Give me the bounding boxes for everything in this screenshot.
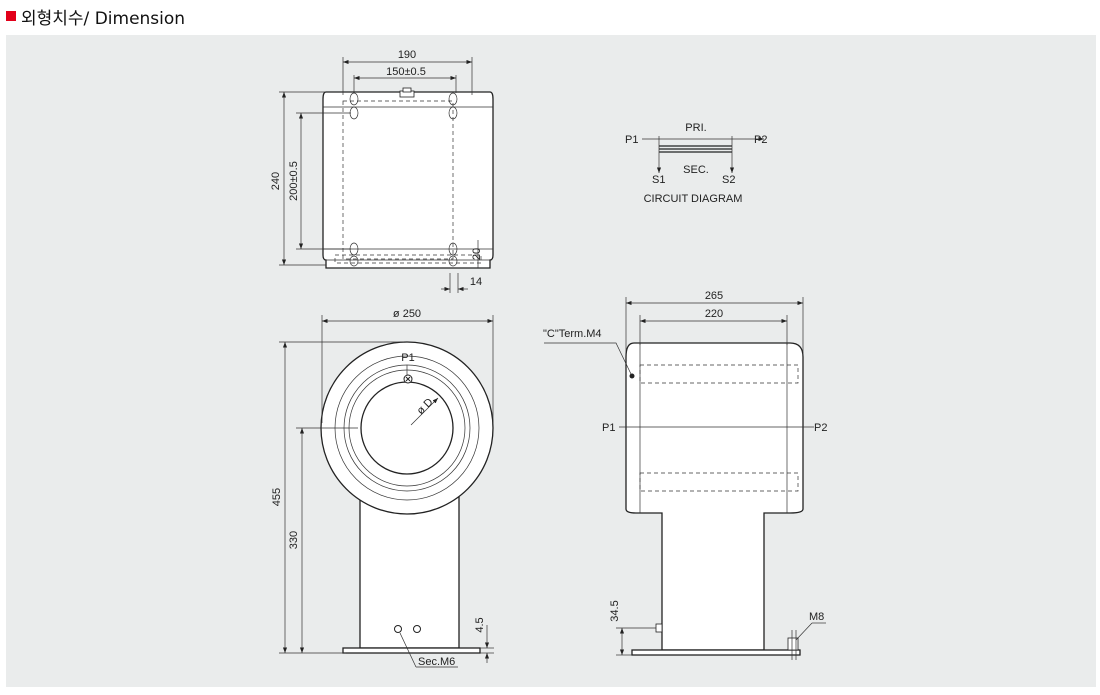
front-sec-terminal: Sec.M6 (418, 656, 455, 668)
drawing-panel: 190 150±0.5 240 200±0.5 20 14 P1 P2 PRI. (6, 35, 1096, 687)
dim-190: 190 (398, 49, 416, 61)
side-bolt: M8 (809, 611, 824, 623)
side-dim-345: 34.5 (609, 600, 621, 621)
side-view-outline (625, 342, 804, 651)
circuit-pri: PRI. (685, 122, 706, 134)
side-p2: P2 (814, 422, 827, 434)
circuit-caption: CIRCUIT DIAGRAM (644, 193, 743, 205)
red-square-icon (6, 11, 16, 21)
top-view-outline (322, 91, 494, 269)
side-view-base (631, 649, 801, 656)
front-view-base (342, 647, 481, 654)
side-view: P1 P2 "C"Term.M4 265 220 34.5 M8 (543, 290, 827, 660)
side-dim-265: 265 (705, 290, 723, 302)
front-view: P1 ø D Sec.M6 ø 250 455 330 4.5 (271, 308, 494, 668)
dim-14: 14 (470, 276, 482, 288)
front-dim-455: 455 (271, 488, 283, 506)
dim-20: 20 (471, 248, 483, 260)
circuit-p2: P2 (754, 134, 767, 146)
dimension-drawing: 190 150±0.5 240 200±0.5 20 14 P1 P2 PRI. (270, 49, 827, 668)
dim-200: 200±0.5 (288, 161, 300, 201)
circuit-s1: S1 (652, 174, 665, 186)
top-view: 190 150±0.5 240 200±0.5 20 14 (270, 49, 494, 293)
side-p1: P1 (602, 422, 615, 434)
section-header: 외형치수/ Dimension (6, 4, 186, 29)
front-p1: P1 (401, 352, 414, 364)
section-title: 외형치수/ Dimension (21, 8, 186, 29)
front-dim-250: ø 250 (393, 308, 421, 320)
circuit-sec: SEC. (683, 164, 709, 176)
side-dim-220: 220 (705, 308, 723, 320)
circuit-p1: P1 (625, 134, 638, 146)
front-dim-330: 330 (288, 531, 300, 549)
front-dim-45: 4.5 (474, 617, 486, 632)
dim-240: 240 (270, 172, 282, 190)
front-view-bore (360, 381, 454, 475)
dim-150: 150±0.5 (386, 66, 426, 78)
circuit-diagram: P1 P2 PRI. SEC. S1 S2 CIRCUIT DIAGRAM (625, 122, 767, 205)
side-c-term: "C"Term.M4 (543, 328, 602, 340)
circuit-s2: S2 (722, 174, 735, 186)
